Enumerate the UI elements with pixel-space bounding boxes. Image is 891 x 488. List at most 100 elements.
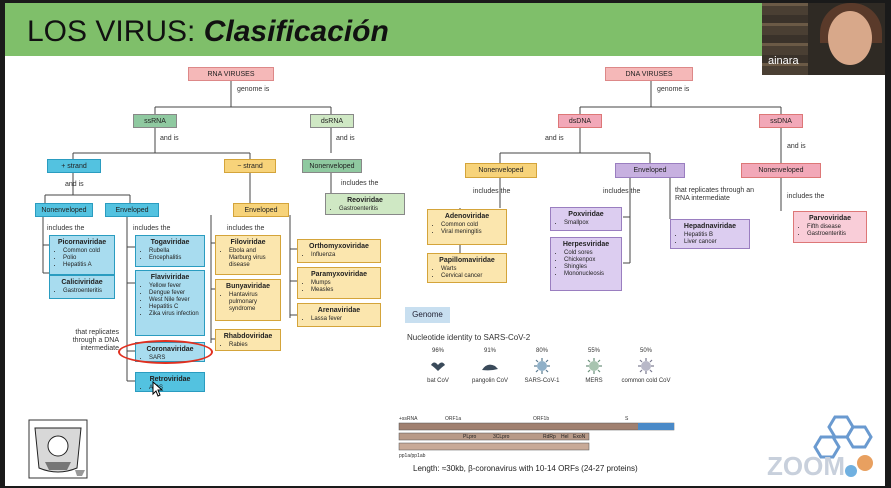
host-sars1: 80% SARS-CoV-1 [516,348,568,384]
adenoviridae-box: Adenoviridae Common cold Viral meningiti… [427,209,507,245]
polyprotein-label: pp1a/pp1ab [399,453,426,459]
flaviviridae-item: Dengue fever [149,290,201,297]
title-emphasis: Clasificación [203,15,389,48]
connector-lines [42,80,782,382]
virus-icon [638,358,654,374]
herpesviridae-item: Chickenpox [564,257,618,264]
hepadnaviridae-item: Hepatitis B [684,232,746,239]
herpesviridae-item: Mononucleosis [564,271,618,278]
polyprotein-bar-2 [398,442,590,451]
genome-map: +ssRNA ORF1a ORF1b S PLpro 3CLpro RdRp H… [398,416,675,459]
adenoviridae-name: Adenoviridae [444,213,490,220]
reoviridae-box: Reoviridae Gastroenteritis [325,193,405,215]
togaviridae-box: Togaviridae Rubella Encephalitis [135,235,205,267]
arenaviridae-item: Lassa fever [311,316,377,323]
dsrna-includes-the: includes the [341,180,379,187]
dna-genome-is: genome is [657,86,690,93]
genome-tag: Genome [405,307,450,323]
orf1a-label: ORF1a [445,416,461,422]
zoom-watermark: ZOOM [767,415,873,481]
host-identity-row: 96% bat CoV 91% pangolin CoV 80% SARS-Co… [412,348,682,403]
herpesviridae-box: Herpesviridae Cold sores Chickenpox Shin… [550,237,622,291]
host-pct: 96% [431,348,444,354]
plus-strand-node: + strand [47,159,101,173]
parvoviridae-box: Parvoviridae Fifth disease Gastroenterit… [793,211,867,243]
paramyxoviridae-name: Paramyxoviridae [310,271,368,278]
dna-replicates-note: that replicates through an RNA intermedi… [675,187,754,202]
dsrna-nonenveloped-node: Nonenveloped [302,159,362,173]
poxviridae-item: Smallpox [564,220,618,227]
togaviridae-item: Rubella [149,248,201,255]
paramyxoviridae-box: Paramyxoviridae Mumps Measles [297,267,381,299]
clpro-label: 3CLpro [493,434,510,440]
host-pct: 80% [535,348,548,354]
plus-and-is: and is [65,181,84,188]
hepadnaviridae-box: Hepadnaviridae Hepatitis B Liver cancer [670,219,750,249]
bookshelf-background [762,3,808,75]
caliciviridae-box: Caliciviridae Gastroenteritis [49,275,115,299]
s-label: S [625,416,629,422]
reoviridae-item: Gastroenteritis [339,206,401,213]
host-pct: 91% [483,348,496,354]
togaviridae-name: Togaviridae [150,239,190,246]
virus-icon [586,358,602,374]
bunyaviridae-name: Bunyaviridae [226,283,270,290]
caliciviridae-name: Caliciviridae [61,279,103,286]
rhabdoviridae-name: Rhabdoviridae [223,333,273,340]
orthomyxoviridae-item: Influenza [311,252,377,259]
rhabdoviridae-box: Rhabdoviridae Rabies [215,329,281,351]
pangolin-icon [482,364,498,371]
slide-title: LOS VIRUS: Clasificación [27,15,389,49]
retroviridae-box: Retroviridae AIDS [135,372,205,392]
paramyxoviridae-item: Mumps [311,280,377,287]
host-pangolin: 91% pangolin CoV [464,348,516,384]
orthomyxoviridae-name: Orthomyxoviridae [309,243,369,250]
participant-video[interactable]: ainara [762,3,885,75]
reoviridae-name: Reoviridae [347,197,383,204]
genome-orf-bar [398,422,675,431]
papillomaviridae-name: Papillomaviridae [439,257,495,264]
dsdna-node: dsDNA [558,114,602,128]
rdrp-label: RdRp [543,434,556,440]
host-label: bat CoV [427,378,449,384]
highlight-circle [118,340,213,364]
arenaviridae-box: Arenaviridae Lassa fever [297,303,381,327]
title-bar: LOS VIRUS: Clasificación [5,3,885,56]
structural-genes [638,423,674,430]
host-pct: 50% [639,348,652,354]
genome-title: Nucleotide identity to SARS-CoV-2 [407,333,531,342]
rna-replicates-note: that replicates through a DNA intermedia… [72,329,119,352]
rhabdoviridae-item: Rabies [229,342,277,349]
bat-icon [431,362,445,371]
virus-icon [534,358,550,374]
dna-includes-the-3: includes the [787,193,825,200]
minus-includes-the: includes the [227,225,265,232]
arenaviridae-name: Arenaviridae [317,307,361,314]
unam-seal-logo [28,419,88,479]
filoviridae-name: Filoviridae [230,239,266,246]
picornaviridae-item: Polio [63,255,111,262]
plus-nonenv-includes-the: includes the [47,225,85,232]
rna-genome-is: genome is [237,86,270,93]
parvoviridae-item: Gastroenteritis [807,231,863,238]
plus-env-includes-the: includes the [133,225,171,232]
slide: LOS VIRUS: Clasificación ainara [5,3,885,486]
flaviviridae-item: Yellow fever [149,283,201,290]
host-common-cold: 50% common cold CoV [620,348,672,384]
host-label: SARS-CoV-1 [524,378,560,384]
dna-includes-the-1: includes the [473,188,511,195]
genome-left-label: +ssRNA [399,416,418,422]
dna-and-is-2: and is [787,143,806,150]
bunyaviridae-box: Bunyaviridae Hantavirus pulmonary syndro… [215,279,281,321]
dsdna-enveloped-node: Enveloped [615,163,685,178]
ssrna-node: ssRNA [133,114,177,128]
orf1b-label: ORF1b [533,416,549,422]
plus-enveloped-node: Enveloped [105,203,159,217]
parvoviridae-item: Fifth disease [807,224,863,231]
herpesviridae-item: Shingles [564,264,618,271]
dna-and-is-1: and is [545,135,564,142]
poxviridae-box: Poxviridae Smallpox [550,207,622,231]
rna-and-is-1: and is [160,135,179,142]
rna-viruses-root: RNA VIRUSES [188,67,274,81]
filoviridae-item: Ebola and Marburg virus disease [229,248,277,269]
